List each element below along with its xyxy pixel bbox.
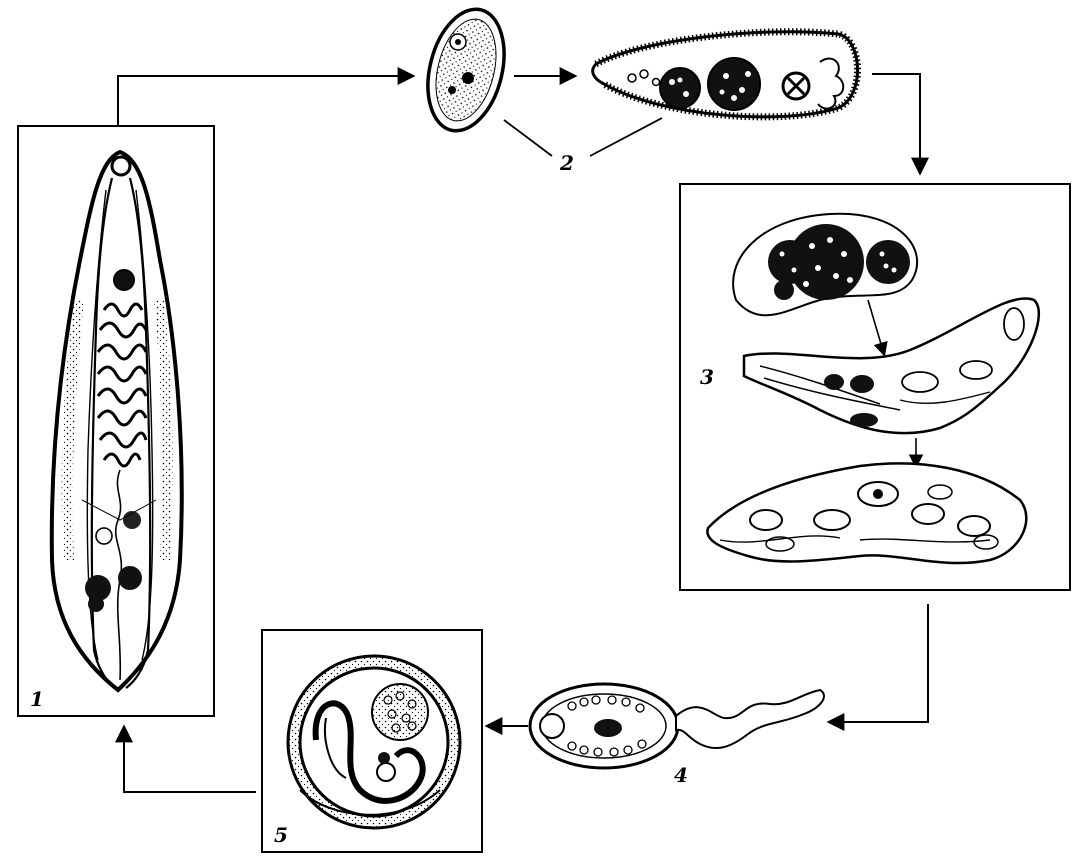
panel-5-frame: [261, 629, 483, 853]
testis-left: [85, 575, 111, 601]
stage-label-3: 3: [700, 365, 714, 389]
panel-metacercaria: 5: [261, 629, 483, 853]
arrow-panel3-to-cercaria: [826, 604, 929, 731]
miracidium-cilia: [594, 28, 861, 121]
testis-right: [118, 566, 142, 590]
stage-label-4: 4: [674, 763, 688, 787]
stage-label-5: 5: [274, 823, 288, 847]
germ-ball-1: [659, 67, 701, 109]
oral-sucker: [110, 155, 132, 177]
stage-2-egg-miracidium: 2: [426, 7, 861, 175]
redia-1: [742, 297, 1040, 435]
adult-uterus: [96, 302, 148, 468]
panel-adult-fluke: 1: [17, 125, 215, 717]
arrow-miracidium-to-panel3: [872, 73, 929, 176]
ventral-sucker: [113, 269, 135, 291]
adult-intestine: [90, 177, 152, 689]
panel-3-frame: [679, 183, 1071, 591]
panel-intermediate-stages: 3: [679, 183, 1071, 591]
stage-label-1: 1: [30, 687, 44, 711]
stage-4-cercaria: 4: [528, 682, 825, 787]
cercaria-tail: [675, 688, 825, 750]
cycle-arrows: [115, 67, 929, 793]
metacercaria-body: [312, 700, 426, 804]
germ-ball-2: [707, 57, 761, 111]
arrow-cyst-to-adult: [115, 724, 256, 793]
adult-vitellaria: [61, 300, 173, 560]
arrow-adult-to-egg: [117, 67, 416, 126]
stage-label-2: 2: [559, 151, 574, 175]
panel-1-frame: [17, 125, 215, 717]
